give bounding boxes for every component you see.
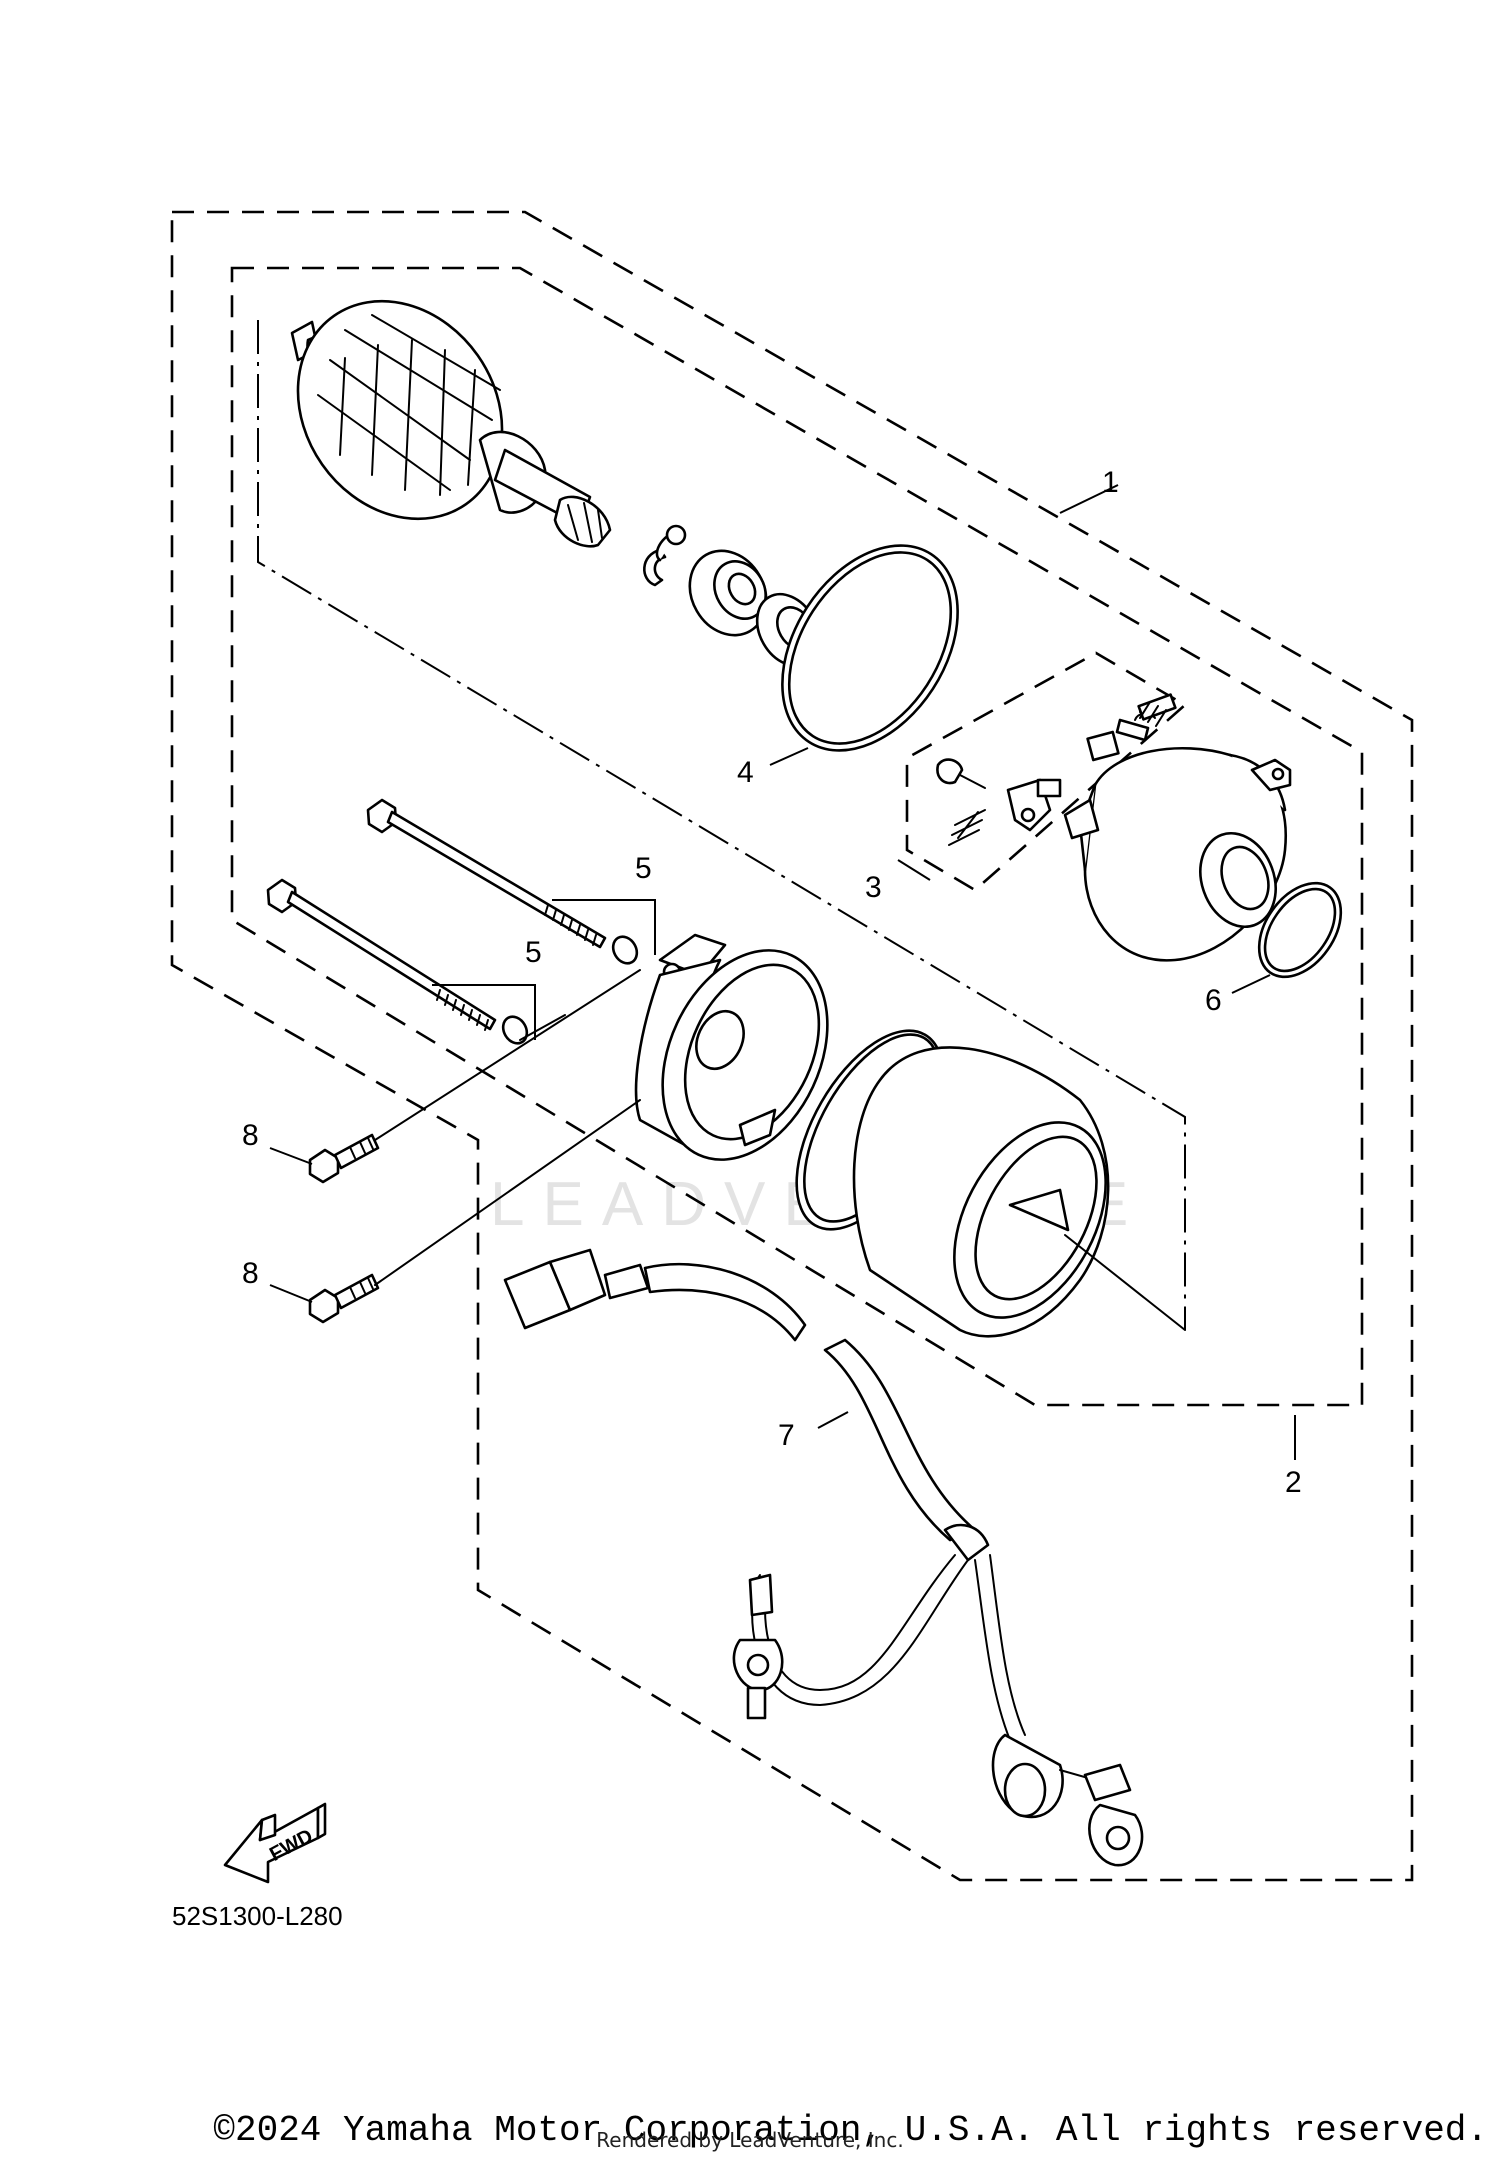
callout-2: 2 xyxy=(1285,1466,1302,1499)
rear-cover xyxy=(1063,746,1292,962)
armature xyxy=(290,299,612,548)
long-bolt-upper xyxy=(366,798,639,965)
callout-8-lower: 8 xyxy=(242,1257,259,1290)
callout-7: 7 xyxy=(778,1419,795,1452)
mounting-bolt-upper xyxy=(308,1133,380,1184)
armature-set-outline xyxy=(257,320,1186,1330)
long-bolt-lower xyxy=(266,878,529,1045)
fwd-arrow-icon: FWD xyxy=(223,1802,327,1884)
brush-holder-set xyxy=(936,693,1177,846)
callout-3: 3 xyxy=(865,871,882,904)
front-cover xyxy=(634,933,829,1161)
diagram-code: 52S1300-L280 xyxy=(172,1901,343,1931)
callout-8-upper: 8 xyxy=(242,1119,259,1152)
bearing xyxy=(688,549,768,637)
circlip xyxy=(643,524,687,587)
mounting-bolt-lower xyxy=(308,1273,380,1324)
copyright-notice: ©2024 Yamaha Motor Corporation, U.S.A. A… xyxy=(213,2110,1488,2151)
callout-5-upper: 5 xyxy=(635,852,652,885)
yoke xyxy=(795,1029,1110,1338)
callout-5-lower: 5 xyxy=(525,936,542,969)
callout-4: 4 xyxy=(737,756,754,789)
callout-1: 1 xyxy=(1102,466,1119,499)
assembly-outline-2 xyxy=(230,266,1364,1407)
o-ring-6 xyxy=(1257,881,1343,979)
o-ring-4 xyxy=(781,544,959,752)
rendered-by-text: Rendered by LeadVenture, Inc. xyxy=(596,2128,904,2152)
assembly-outline-1 xyxy=(170,210,1414,1882)
starter-lead-wire xyxy=(503,1248,1144,1867)
callout-6: 6 xyxy=(1205,984,1222,1017)
